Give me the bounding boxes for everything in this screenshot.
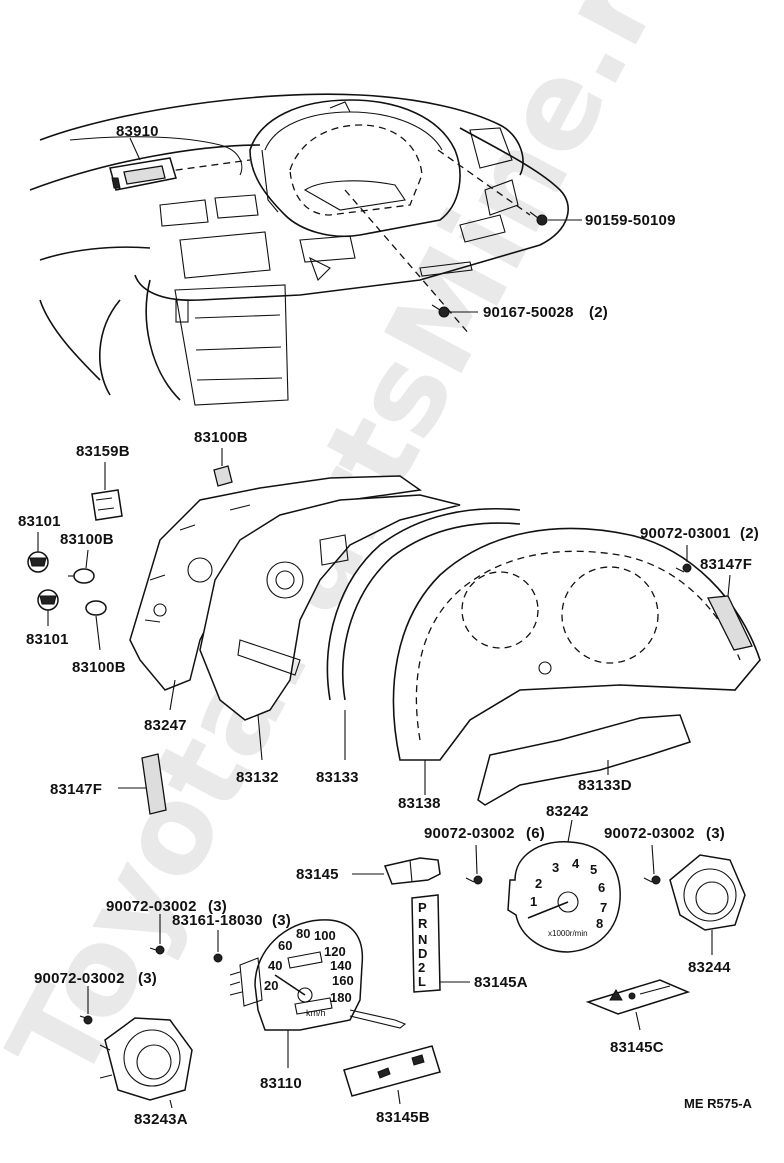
gauge-83243A (99, 1017, 193, 1109)
label-83100B-b: 83100B (72, 659, 126, 676)
warning-plate-83145C (585, 979, 691, 1031)
shift-P: P (418, 900, 427, 915)
bulb-socket-83100B-top (213, 448, 233, 487)
speedo-tick-140: 140 (330, 958, 352, 973)
shift-plate-83145A: P R N D 2 L (411, 894, 470, 993)
label-83132: 83132 (236, 769, 279, 786)
label-83101-b: 83101 (26, 631, 69, 648)
speedo-tick-20: 20 (264, 978, 278, 993)
label-83133D: 83133D (578, 777, 632, 794)
speedo-tick-160: 160 (332, 973, 354, 988)
speedo-tick-100: 100 (314, 928, 336, 943)
gauge-83244 (669, 854, 746, 955)
label-90072-03001: 90072-03001 (640, 525, 731, 542)
speedo-tick-120: 120 (324, 944, 346, 959)
label-90167-50028-qty: (2) (589, 304, 608, 321)
screw-90167 (431, 304, 478, 318)
lens-83138 (392, 527, 761, 795)
screw-90072-03002-left2 (79, 986, 93, 1025)
label-83138: 83138 (398, 795, 441, 812)
label-90072-03002-left2: 90072-03002 (34, 970, 125, 987)
tacho-tick-4: 4 (572, 856, 580, 871)
bulb-83100B-b (85, 600, 107, 651)
tacho-tick-5: 5 (590, 862, 597, 877)
plate-83145B (343, 1045, 441, 1105)
tacho-tick-3: 3 (552, 860, 559, 875)
tacho-tick-7: 7 (600, 900, 607, 915)
label-83159B: 83159B (76, 443, 130, 460)
switch-83910 (109, 137, 177, 191)
screw-90072-03002-6 (465, 844, 483, 885)
hood-83133 (326, 507, 521, 760)
label-90072-03002-right-qty: (3) (706, 825, 725, 842)
label-83133: 83133 (316, 769, 359, 786)
dashboard-illustration (29, 93, 569, 406)
label-83910: 83910 (116, 123, 159, 140)
label-90072-03002-left2-qty: (3) (138, 970, 157, 987)
shift-N: N (418, 932, 427, 947)
knob-83145 (352, 857, 441, 885)
label-90159-50109: 90159-50109 (585, 212, 676, 229)
label-83145: 83145 (296, 866, 339, 883)
speedo-tick-60: 60 (278, 938, 292, 953)
speedo-unit: km/h (306, 1008, 326, 1018)
trim-83133D (477, 714, 691, 806)
label-83243A: 83243A (134, 1111, 188, 1128)
strip-83147F-right (706, 574, 753, 651)
label-83161-18030: 83161-18030 (172, 912, 263, 929)
label-83100B-a: 83100B (60, 531, 114, 548)
label-83147F-left: 83147F (50, 781, 102, 798)
label-83242: 83242 (546, 803, 589, 820)
strip-83147F-left (118, 753, 167, 815)
tacho-tick-1: 1 (530, 894, 537, 909)
speedometer-83110: 20 40 60 80 100 120 140 160 180 km/h (229, 919, 407, 1068)
label-90072-03002-right: 90072-03002 (604, 825, 695, 842)
tacho-unit: x1000r/min (548, 929, 588, 938)
bulb-83100B-a (68, 549, 95, 584)
label-83110: 83110 (260, 1075, 302, 1092)
speedo-tick-80: 80 (296, 926, 310, 941)
shift-L: L (418, 974, 426, 989)
screw-90159 (529, 211, 582, 226)
screw-90072-03002-left1 (149, 914, 165, 955)
screw-90072-03001 (675, 545, 692, 573)
speedo-tick-40: 40 (268, 958, 282, 973)
case-83132 (199, 494, 461, 761)
label-83147F-right: 83147F (700, 556, 752, 573)
socket-83101-a (27, 532, 49, 573)
label-90072-03001-qty: (2) (740, 525, 759, 542)
label-83247: 83247 (144, 717, 187, 734)
shift-R: R (418, 916, 428, 931)
label-83145C: 83145C (610, 1039, 664, 1056)
tacho-tick-6: 6 (598, 880, 605, 895)
label-90072-03002-6: 90072-03002 (424, 825, 515, 842)
label-83100B-top: 83100B (194, 429, 248, 446)
diagram-code: ME R575-A (684, 1096, 753, 1111)
label-83161-18030-qty: (3) (272, 912, 291, 929)
bulb-83161-18030 (213, 930, 223, 963)
shift-2: 2 (418, 960, 425, 975)
label-90167-50028: 90167-50028 (483, 304, 574, 321)
speedo-tick-180: 180 (330, 990, 352, 1005)
shift-D: D (418, 946, 427, 961)
label-83145B: 83145B (376, 1109, 430, 1126)
socket-83101-b (37, 589, 59, 626)
socket-83159B (91, 462, 123, 521)
label-90072-03002-left1: 90072-03002 (106, 898, 197, 915)
label-83244: 83244 (688, 959, 731, 976)
screw-90072-03002-right (643, 844, 661, 885)
label-90072-03002-6-qty: (6) (526, 825, 545, 842)
tacho-tick-8: 8 (596, 916, 603, 931)
tacho-tick-2: 2 (535, 876, 542, 891)
tachometer-83242: 1 2 3 4 5 6 7 8 x1000r/min (507, 819, 621, 953)
label-90072-03002-left1-qty: (3) (208, 898, 227, 915)
label-83145A: 83145A (474, 974, 528, 991)
label-83101-a: 83101 (18, 513, 61, 530)
